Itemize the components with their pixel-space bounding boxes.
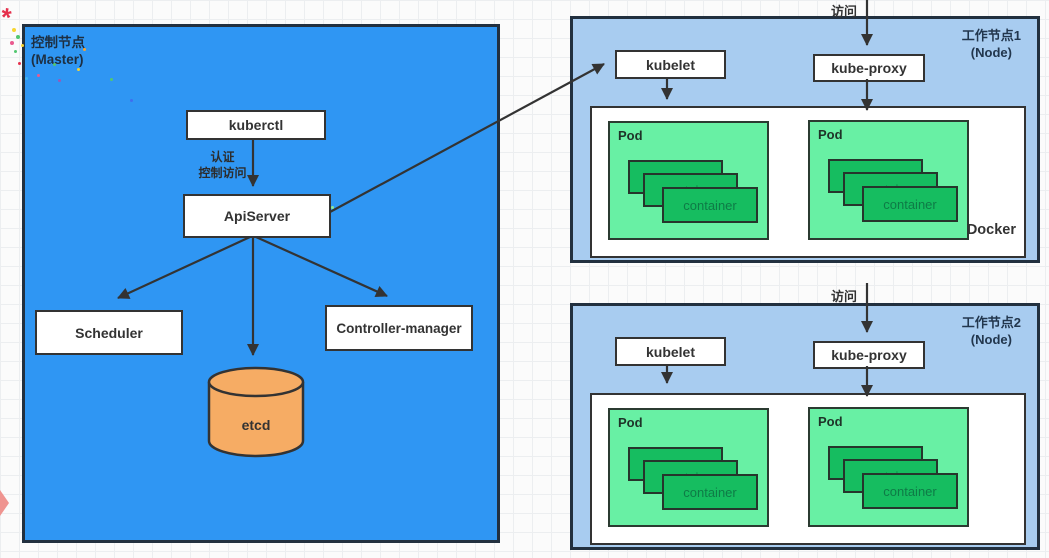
confetti-dot: [331, 206, 334, 209]
pod-label: Pod: [818, 127, 843, 142]
kuberctl-box: kuberctl: [186, 110, 326, 140]
node2-access-label: 访问: [831, 289, 858, 304]
node1-kubelet-box: kubelet: [615, 50, 726, 79]
container-box: container: [662, 474, 758, 510]
worker-node-1-title: 工作节点1 (Node): [962, 28, 1021, 62]
confetti-dot: [10, 41, 14, 45]
node2-docker-box: Pod container container Pod container co…: [590, 393, 1026, 545]
auth-label-line1: 认证: [210, 150, 235, 164]
node2-kubelet-box: kubelet: [615, 337, 726, 366]
worker-node-1-box: 工作节点1 (Node) kubelet kube-proxy Pod cont…: [570, 16, 1040, 263]
controller-manager-box: Controller-manager: [325, 305, 473, 351]
node2-title-line1: 工作节点2: [961, 315, 1021, 330]
pod-box: Pod container container: [608, 408, 769, 527]
pod-box: Pod container container: [608, 121, 769, 240]
etcd-cylinder-shape: [207, 366, 305, 458]
container-label: container: [683, 197, 737, 213]
node1-kube-proxy-box: kube-proxy: [813, 54, 925, 82]
container-label: container: [883, 483, 937, 499]
container-box: container: [862, 473, 958, 509]
pod-box: Pod container container: [808, 120, 969, 240]
confetti-asterisk: *: [0, 1, 14, 33]
confetti-dot: [21, 44, 24, 47]
auth-access-label: 认证 控制访问: [180, 149, 265, 181]
pod-label: Pod: [618, 415, 643, 430]
container-label: container: [683, 484, 737, 500]
master-title-line1: 控制节点: [31, 35, 85, 50]
node1-title-line2: (Node): [970, 44, 1012, 60]
master-node-box: 控制节点 (Master) kuberctl 认证 控制访问 ApiServer…: [22, 24, 500, 543]
apiserver-box: ApiServer: [183, 194, 331, 238]
auth-label-line2: 控制访问: [198, 166, 247, 181]
container-box: container: [862, 186, 958, 222]
confetti-dot: [83, 48, 86, 51]
confetti-dot: [25, 77, 28, 80]
pod-label: Pod: [618, 128, 643, 143]
worker-node-2-title: 工作节点2 (Node): [962, 315, 1021, 349]
etcd-label: etcd: [241, 417, 271, 433]
confetti-dot: [58, 79, 61, 82]
docker-label: Docker: [966, 222, 1016, 238]
master-title: 控制节点 (Master): [31, 35, 85, 69]
node1-title-line1: 工作节点1: [961, 28, 1021, 43]
etcd-cylinder: etcd: [206, 365, 306, 460]
pink-triangle-artifact: [0, 490, 9, 516]
node1-access-label: 访问: [831, 4, 858, 19]
container-label: container: [883, 196, 937, 212]
scheduler-box: Scheduler: [35, 310, 183, 355]
confetti-dot: [18, 62, 21, 65]
confetti-dot: [16, 35, 20, 39]
confetti-dot: [37, 74, 40, 77]
node1-docker-box: Pod container container Pod container co…: [590, 106, 1026, 258]
node2-title-line2: (Node): [970, 331, 1012, 347]
confetti-dot: [53, 63, 56, 66]
pod-label: Pod: [818, 414, 843, 429]
confetti-dot: [130, 99, 133, 102]
container-box: container: [662, 187, 758, 223]
confetti-dot: [77, 68, 80, 71]
confetti-dot: [12, 28, 16, 32]
pod-box: Pod container container: [808, 407, 969, 527]
worker-node-2-box: 工作节点2 (Node) kubelet kube-proxy Pod cont…: [570, 303, 1040, 550]
confetti-dot: [14, 50, 17, 53]
confetti-dot: [110, 78, 113, 81]
node2-kube-proxy-box: kube-proxy: [813, 341, 925, 369]
master-title-line2: (Master): [31, 51, 84, 67]
